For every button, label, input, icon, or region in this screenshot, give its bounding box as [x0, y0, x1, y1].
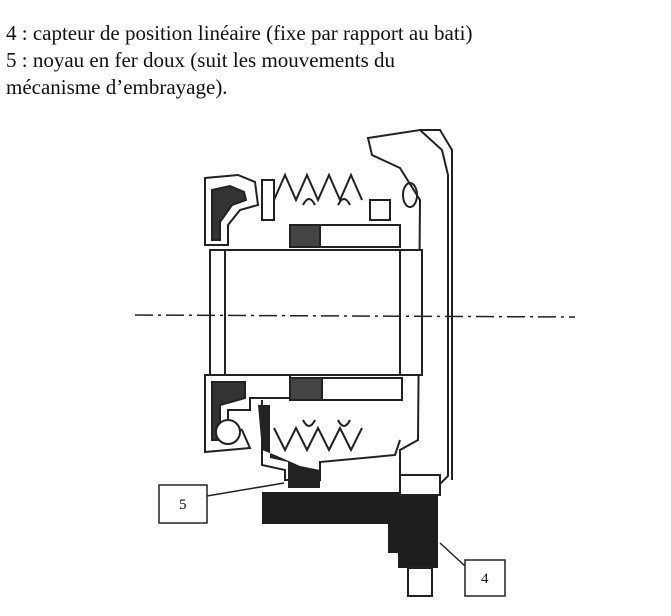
legend-line-sensor: 4 : capteur de position linéaire (fixe p… — [6, 21, 473, 45]
legend-text: 4 : capteur de position linéaire (fixe p… — [6, 20, 472, 101]
callout-4-label: 4 — [481, 571, 489, 587]
spring-bottom — [273, 425, 363, 453]
sleeve — [209, 249, 423, 376]
soft-iron-core — [258, 405, 320, 488]
bearing-top — [204, 172, 401, 248]
callout-5: 5 — [158, 482, 285, 524]
axis-line — [134, 314, 576, 318]
legend-line-core: 5 : noyau en fer doux (suit les mouvemen… — [6, 48, 396, 72]
spring-top — [273, 172, 363, 203]
housing-hole — [402, 182, 418, 208]
callout-5-label: 5 — [179, 497, 187, 513]
callout-4: 4 — [439, 542, 506, 597]
bearing-bottom — [204, 374, 403, 481]
linear-position-sensor — [262, 474, 441, 597]
legend-line-core-continued: mécanisme d’embrayage). — [6, 75, 228, 99]
